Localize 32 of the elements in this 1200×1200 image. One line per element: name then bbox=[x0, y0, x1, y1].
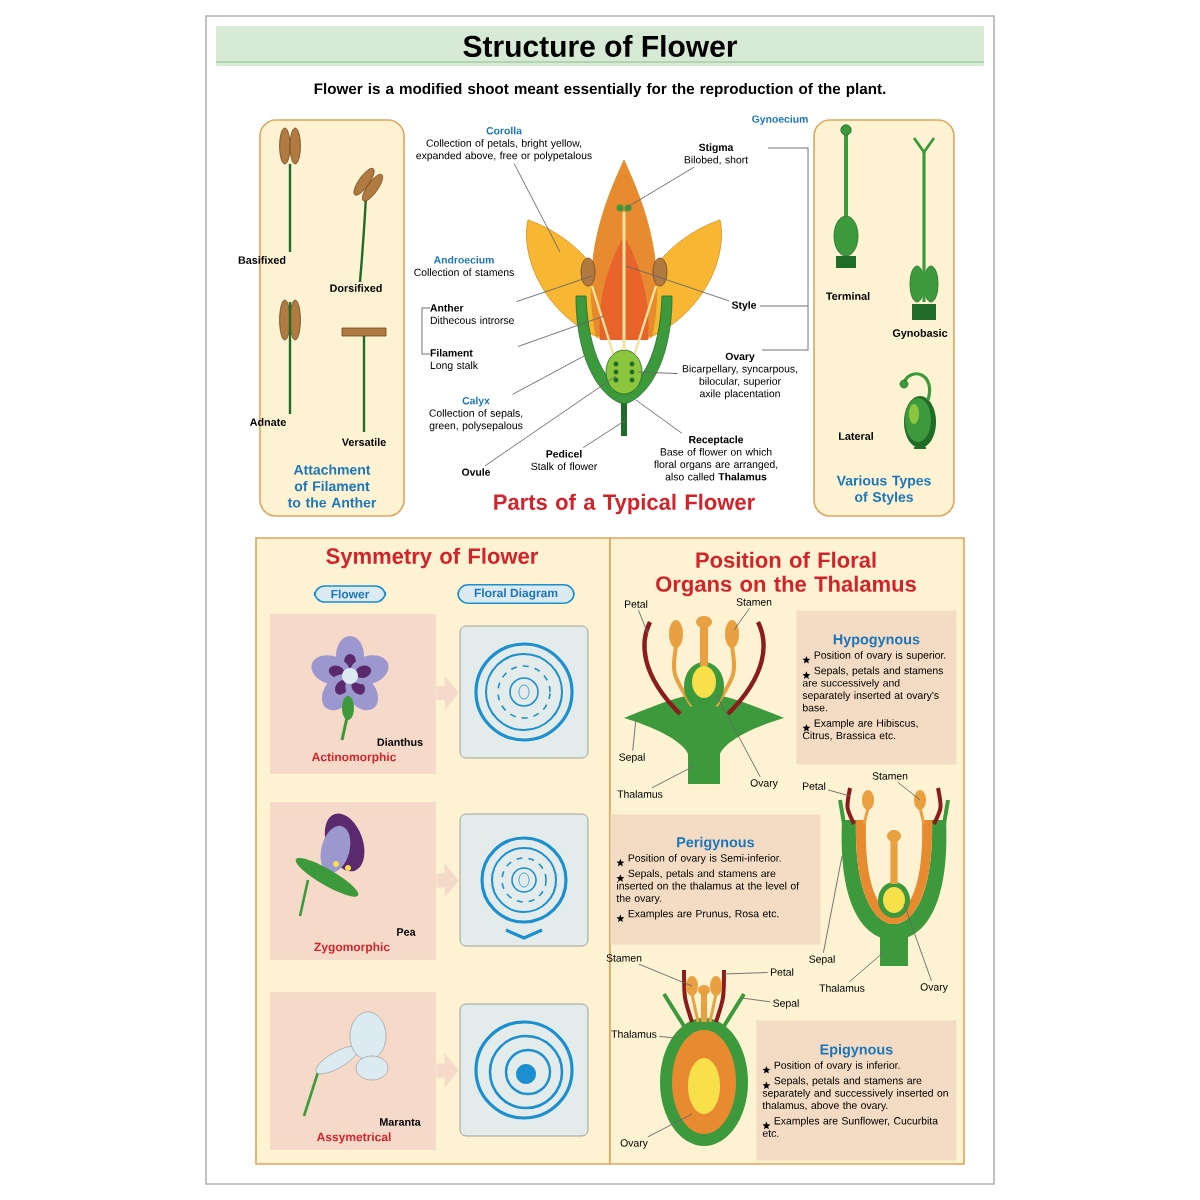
leader-line bbox=[723, 972, 769, 975]
leader-line bbox=[827, 789, 851, 797]
leader-line bbox=[733, 607, 751, 631]
leader-line bbox=[647, 1113, 693, 1138]
leader-line bbox=[625, 265, 730, 302]
leader-line bbox=[484, 375, 617, 467]
leader-line bbox=[632, 717, 637, 752]
leader-line bbox=[625, 166, 695, 209]
leader-line bbox=[638, 963, 693, 987]
leader-line bbox=[897, 781, 921, 801]
flower-section-drawing bbox=[660, 970, 748, 1146]
leader-line bbox=[741, 997, 771, 1003]
flower-section-drawing bbox=[838, 787, 950, 966]
leader-line bbox=[516, 275, 593, 303]
leader-line bbox=[582, 419, 627, 449]
leader-line bbox=[658, 1035, 677, 1039]
leader-line bbox=[715, 693, 761, 778]
leader-line bbox=[848, 951, 885, 983]
floral-diagram bbox=[459, 813, 589, 947]
leader-line bbox=[517, 315, 605, 347]
leader-line bbox=[822, 855, 843, 954]
floral-diagram bbox=[459, 625, 589, 759]
floral-diagram bbox=[459, 1003, 589, 1137]
leader-line bbox=[635, 399, 683, 434]
title: Structure of Flower bbox=[463, 35, 738, 57]
leader-line bbox=[903, 903, 932, 982]
leader-line bbox=[638, 609, 649, 635]
section-heading: Parts of a Typical Flower bbox=[494, 493, 755, 515]
leader-line bbox=[651, 765, 695, 789]
leader-line bbox=[512, 355, 585, 395]
leader-line bbox=[513, 163, 561, 253]
leader-line bbox=[637, 371, 679, 374]
